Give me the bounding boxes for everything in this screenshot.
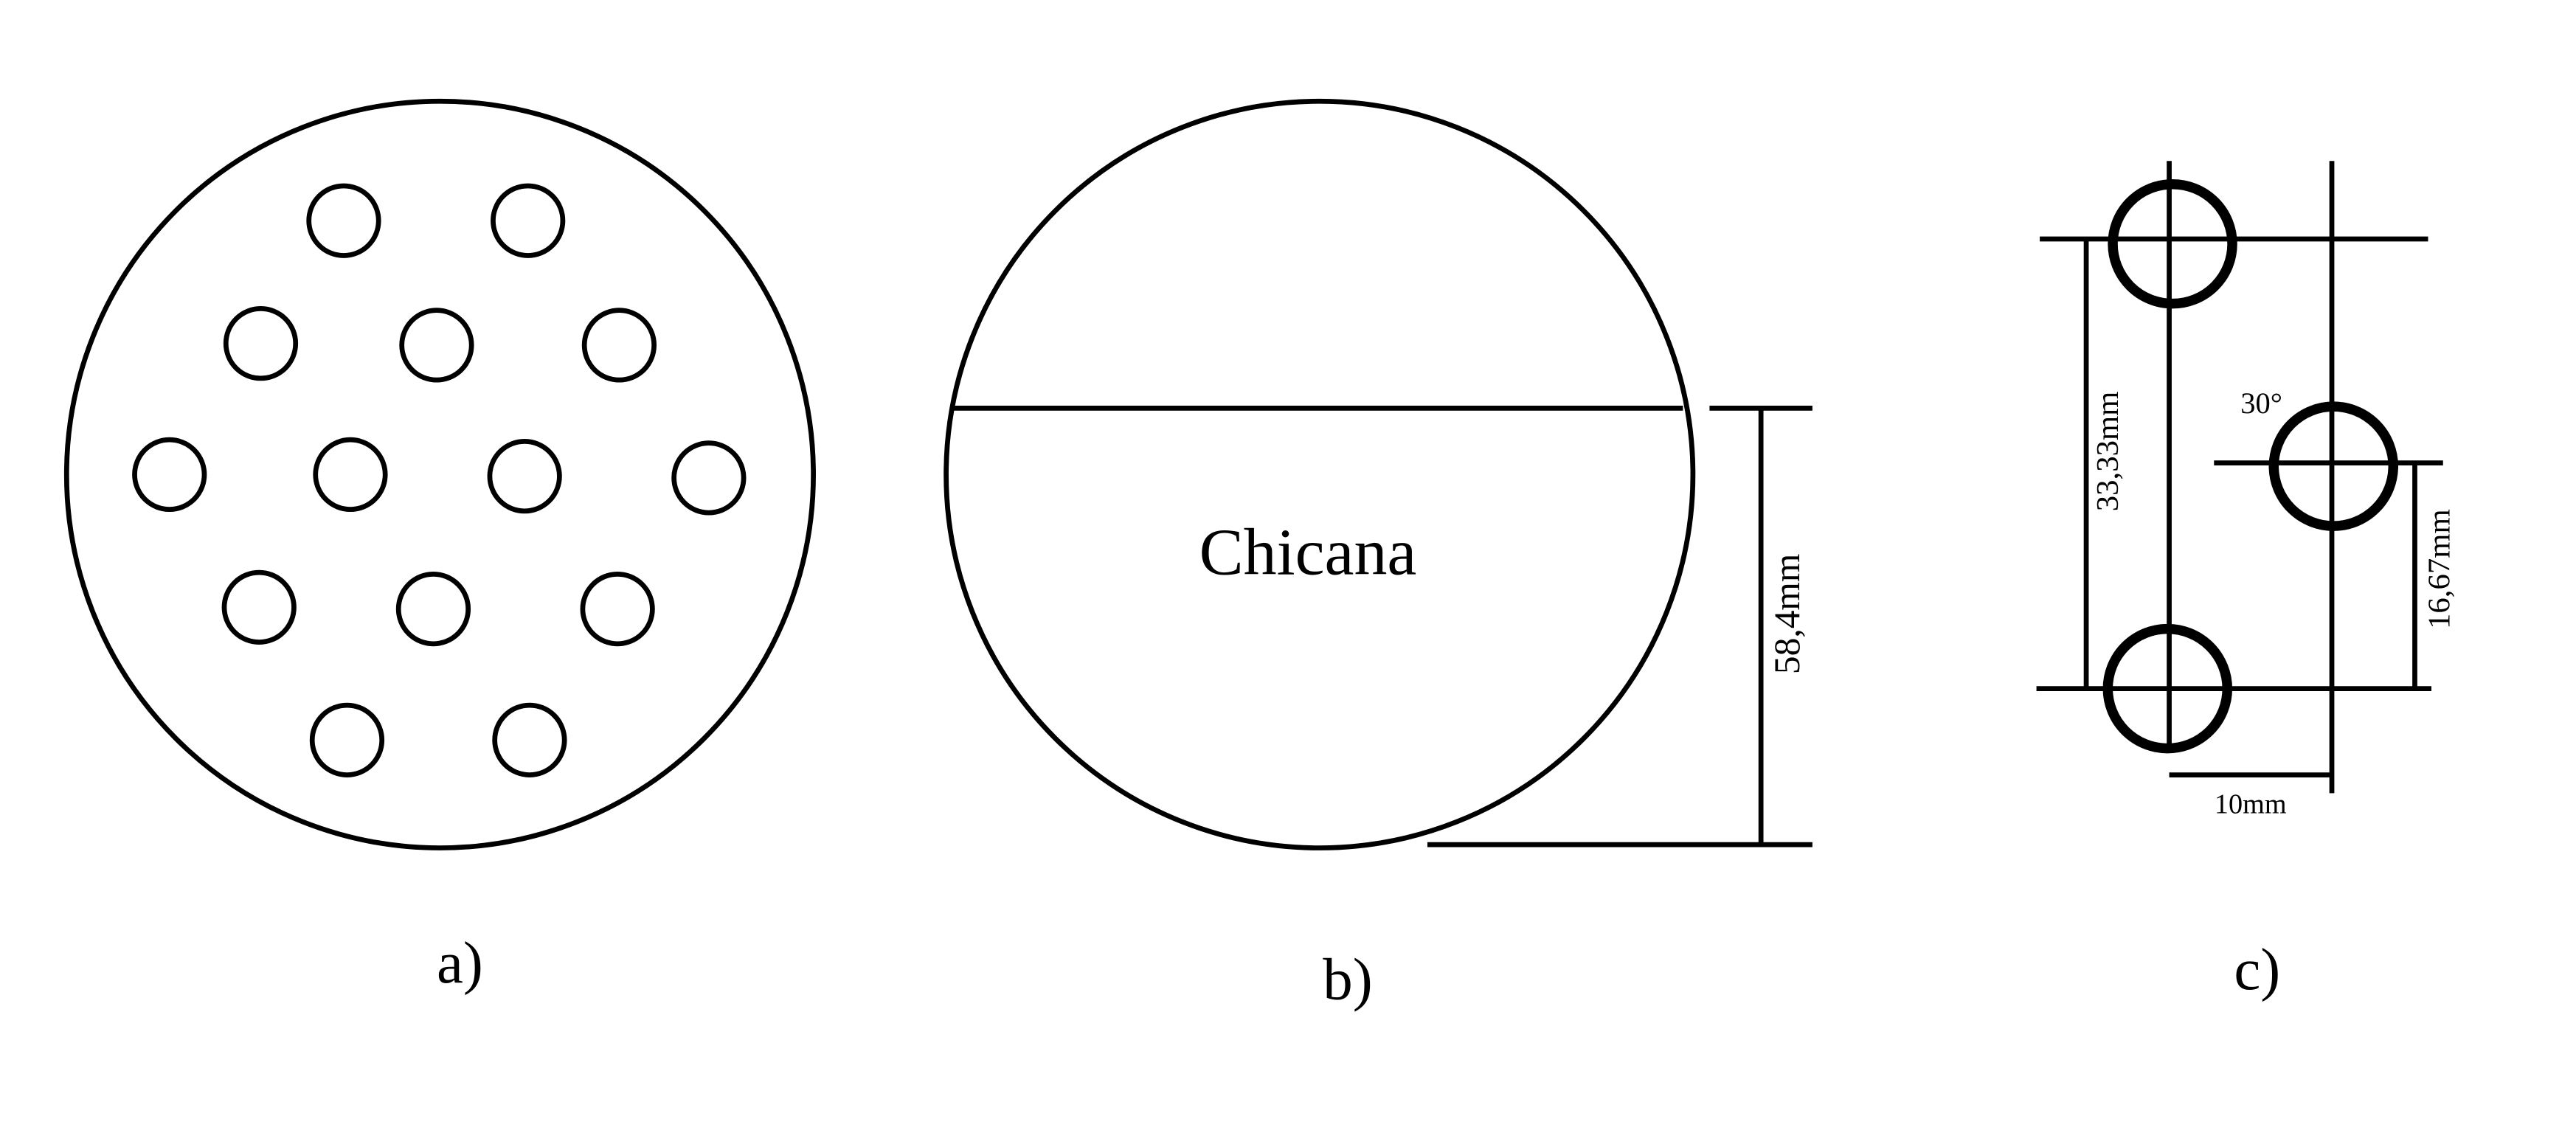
tube-hole [580,571,655,647]
tube-hole [395,571,471,647]
caption-b: b) [1323,946,1372,1012]
tube-middle [2268,401,2399,531]
caption-a: a) [437,929,483,996]
tube-bottom [2102,623,2233,754]
tube-hole [132,437,207,513]
baffle-label: Chicana [1199,516,1417,589]
tube-hole [487,439,562,514]
tube-top [2108,178,2237,309]
tube-hole [221,569,297,645]
tube-hole [223,306,299,381]
panel-a: a) [63,98,816,996]
tube-hole [309,702,385,777]
panel-b: Chicana 58,4mm b) [944,98,1812,1012]
tube-hole [306,183,381,258]
vertical-pitch-dimension: 33,33mm [2091,392,2125,512]
tube-sheet-outline [63,98,816,850]
half-pitch-dimension: 16,67mm [2423,509,2457,629]
tube-hole [671,440,747,516]
baffle-outline [944,98,1696,850]
caption-c: c) [2234,936,2280,1002]
panel-c: 33,33mm 16,67mm 10mm 30° c) [2036,161,2457,1002]
baffle-height-dimension: 58,4mm [1767,554,1807,675]
tube-holes [132,183,747,777]
tube-hole [313,437,388,513]
tube-hole [492,702,567,777]
pitch-angle-label: 30° [2240,387,2282,420]
horizontal-pitch-dimension: 10mm [2215,788,2287,819]
tube-hole [581,308,657,383]
tube-hole [491,183,566,258]
tube-hole [399,308,474,383]
